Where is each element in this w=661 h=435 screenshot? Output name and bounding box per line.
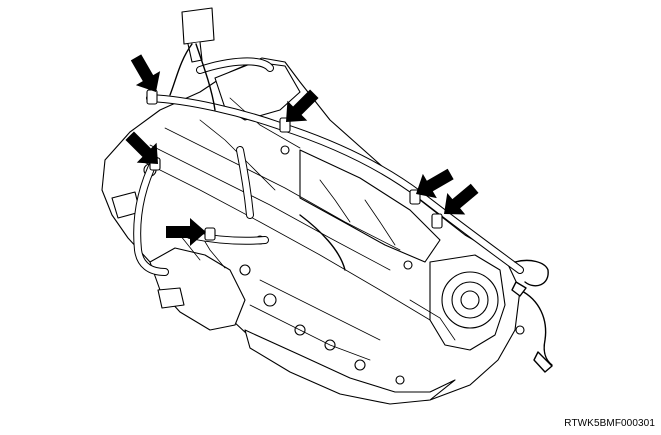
transmission-body bbox=[101, 7, 525, 405]
callout-arrows bbox=[125, 54, 479, 246]
pointer-arrow-icon bbox=[125, 131, 158, 164]
pointer-arrow-icon bbox=[286, 89, 319, 122]
case-ribs bbox=[139, 97, 456, 361]
pointer-arrow-icon bbox=[130, 54, 161, 92]
figure-code-label: RTWK5BMF000301 bbox=[564, 418, 655, 429]
pointer-arrow-icon bbox=[416, 168, 454, 199]
pointer-arrow-icon bbox=[166, 218, 206, 246]
pointer-arrow-icon bbox=[444, 183, 479, 215]
wiring-harness bbox=[169, 43, 553, 373]
